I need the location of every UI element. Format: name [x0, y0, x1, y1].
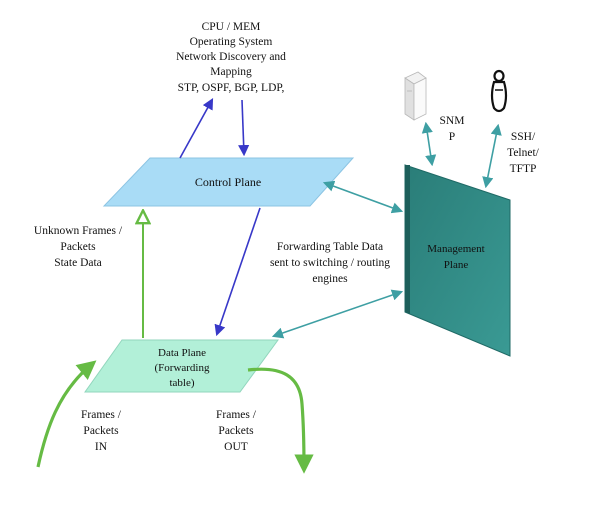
management-plane-label-1: Management: [427, 243, 484, 255]
frames-out-label-3: OUT: [224, 441, 248, 453]
data-plane-label-2: (Forwarding: [155, 362, 210, 374]
data-plane: Data Plane (Forwarding table): [84, 339, 279, 393]
forwarding-table-data-label-1: Forwarding Table Data: [277, 241, 383, 253]
frames-in-label-2: Packets: [83, 425, 119, 437]
unknown-frames-label-1: Unknown Frames /: [34, 225, 123, 237]
frames-in-label-3: IN: [95, 441, 108, 453]
unknown-frames-label-3: State Data: [54, 257, 102, 269]
forwarding-table-data-label-2: sent to switching / routing: [270, 257, 390, 269]
control-info-line-5: STP, OSPF, BGP, LDP,: [178, 82, 285, 94]
arrow-server-management: [421, 121, 437, 167]
control-plane-label: Control Plane: [195, 175, 261, 189]
arrow-control-management: [322, 180, 404, 214]
forwarding-table-data-label-3: engines: [312, 273, 348, 285]
arrow-data-management: [271, 289, 404, 339]
terminal-figure-icon: [490, 69, 508, 113]
frames-out-label-1: Frames /: [216, 409, 257, 421]
control-info-line-4: Mapping: [210, 66, 252, 78]
management-plane: Management Plane: [404, 164, 511, 357]
control-plane: Control Plane: [102, 157, 355, 207]
frames-out-arrow: [247, 367, 314, 474]
control-info-line-3: Network Discovery and: [176, 51, 286, 63]
arrow-terminal-management: [482, 123, 502, 189]
ssh-label-3: TFTP: [510, 163, 537, 175]
server-icon: [404, 71, 427, 121]
ssh-label-1: SSH/: [511, 131, 536, 143]
arrow-control-plane-to-data-plane: [214, 207, 261, 337]
control-info-line-1: CPU / MEM: [202, 21, 261, 33]
management-plane-label-2: Plane: [444, 259, 469, 271]
arrow-info-to-control-plane: [238, 99, 250, 157]
frames-in-arrow: [36, 360, 97, 468]
snmp-label-1: SNM: [440, 115, 465, 127]
frames-in-label-1: Frames /: [81, 409, 122, 421]
snmp-label-2: P: [449, 131, 455, 143]
ssh-label-2: Telnet/: [507, 147, 540, 159]
data-plane-label-3: table): [169, 377, 194, 389]
control-info-line-2: Operating System: [190, 36, 273, 48]
unknown-frames-label-2: Packets: [60, 241, 96, 253]
frames-out-label-2: Packets: [218, 425, 254, 437]
control-info-text: CPU / MEM Operating System Network Disco…: [176, 21, 286, 94]
arrow-control-plane-to-info: [179, 98, 214, 159]
data-plane-label-1: Data Plane: [158, 347, 206, 359]
